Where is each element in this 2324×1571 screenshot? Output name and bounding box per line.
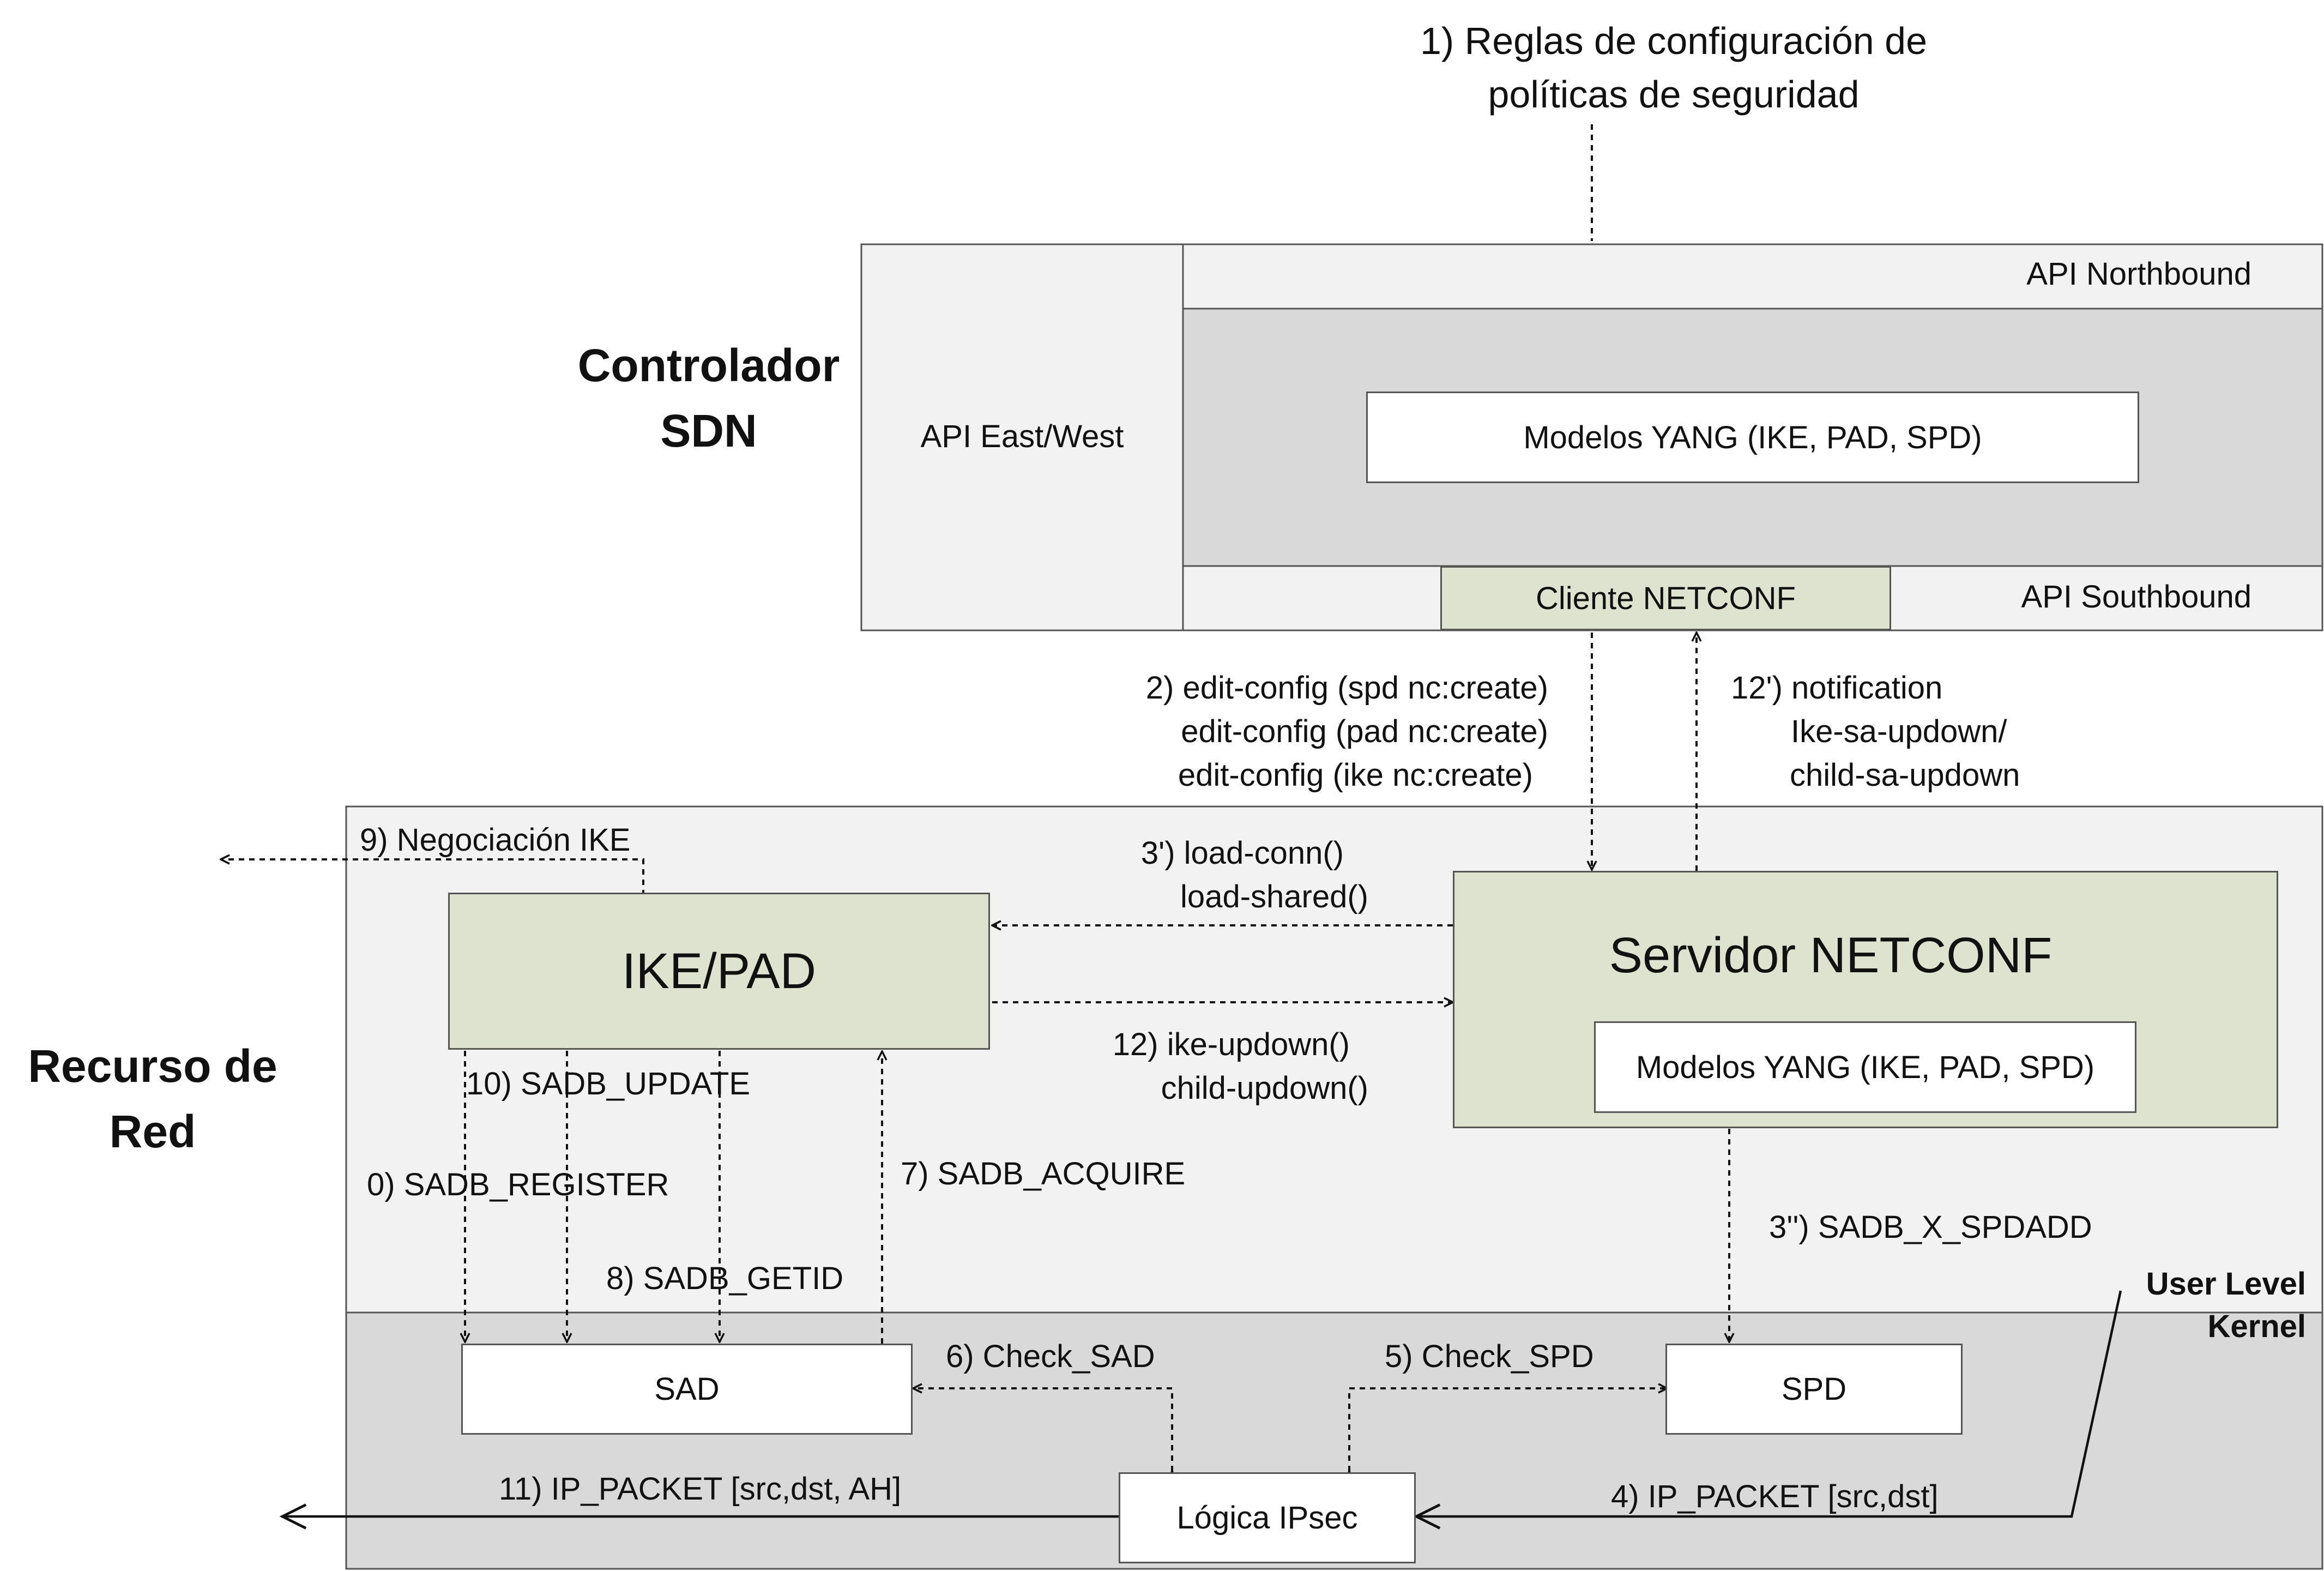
policy-rules-title: 1) Reglas de configuración de políticas … [1347, 14, 2001, 121]
notification-label: 12') notification Ike-sa-updown/ child-s… [1731, 666, 2020, 797]
check-spd-arrow [1349, 1388, 1667, 1471]
load-conn-line2: load-shared() [1180, 879, 1368, 914]
ike-updown-line2: child-updown() [1161, 1070, 1368, 1106]
ike-negotiation-label: 9) Negociación IKE [360, 822, 631, 858]
api-northbound-band [1182, 243, 2323, 310]
api-east-west-panel [860, 243, 1184, 631]
sadb-x-spdadd-label: 3'') SADB_X_SPDADD [1769, 1209, 2092, 1245]
check-sad-label: 6) Check_SAD [946, 1339, 1155, 1374]
ip-packet-in-arrow [1416, 1290, 2122, 1516]
edit-config-line1: 2) edit-config (spd nc:create) [1145, 670, 1548, 706]
edit-config-line2: edit-config (pad nc:create) [1181, 714, 1548, 749]
edit-config-label: 2) edit-config (spd nc:create) edit-conf… [1036, 666, 1548, 797]
sadb-acquire-label: 7) SADB_ACQUIRE [901, 1156, 1186, 1191]
ike-pad-box: IKE/PAD [448, 893, 990, 1050]
controller-label-line2: SDN [660, 405, 757, 456]
ip-packet-ah-label: 11) IP_PACKET [src,dst, AH] [499, 1471, 902, 1507]
netconf-client-box: Cliente NETCONF [1440, 566, 1891, 630]
edit-config-line3: edit-config (ike nc:create) [1178, 757, 1533, 793]
check-sad-arrow [913, 1388, 1172, 1471]
resource-label-line1: Recurso de [28, 1040, 277, 1092]
ip-packet-in-label: 4) IP_PACKET [src,dst] [1611, 1479, 1939, 1514]
api-northbound-label: API Northbound [2026, 256, 2251, 292]
spd-box: SPD [1665, 1344, 1963, 1435]
notification-line1: 12') notification [1731, 670, 1943, 706]
sadb-register-label: 0) SADB_REGISTER [367, 1167, 669, 1202]
ike-negotiation-arrow [221, 859, 643, 895]
kernel-label: Kernel [2207, 1309, 2306, 1344]
api-southbound-label: API Southbound [2021, 579, 2251, 615]
netconf-server-title: Servidor NETCONF [1609, 928, 2053, 983]
user-level-label: User Level [2146, 1266, 2306, 1302]
ike-updown-label: 12) ike-updown() child-updown() [1036, 1023, 1368, 1110]
policy-rules-title-line1: 1) Reglas de configuración de [1420, 20, 1928, 62]
notification-line2: Ike-sa-updown/ [1791, 714, 2007, 749]
ike-updown-line1: 12) ike-updown() [1112, 1027, 1350, 1062]
ipsec-logic-box: Lógica IPsec [1119, 1472, 1416, 1563]
server-yang-models-box: Modelos YANG (IKE, PAD, SPD) [1594, 1021, 2136, 1113]
api-east-west-label: API East/West [920, 419, 1124, 454]
resource-label-line2: Red [109, 1106, 196, 1157]
sadb-update-label: 10) SADB_UPDATE [466, 1066, 751, 1101]
resource-label: Recurso de Red [0, 1033, 305, 1164]
controller-yang-models-box: Modelos YANG (IKE, PAD, SPD) [1366, 392, 2139, 483]
check-spd-label: 5) Check_SPD [1385, 1339, 1594, 1374]
controller-label: Controlador SDN [545, 333, 872, 464]
load-conn-label: 3') load-conn() load-shared() [1036, 832, 1368, 919]
load-conn-line1: 3') load-conn() [1140, 835, 1344, 871]
policy-rules-title-line2: políticas de seguridad [1488, 73, 1860, 116]
sadb-getid-label: 8) SADB_GETID [606, 1261, 844, 1296]
sad-box: SAD [461, 1344, 913, 1435]
notification-line3: child-sa-updown [1790, 757, 2020, 793]
controller-label-line1: Controlador [577, 340, 840, 391]
